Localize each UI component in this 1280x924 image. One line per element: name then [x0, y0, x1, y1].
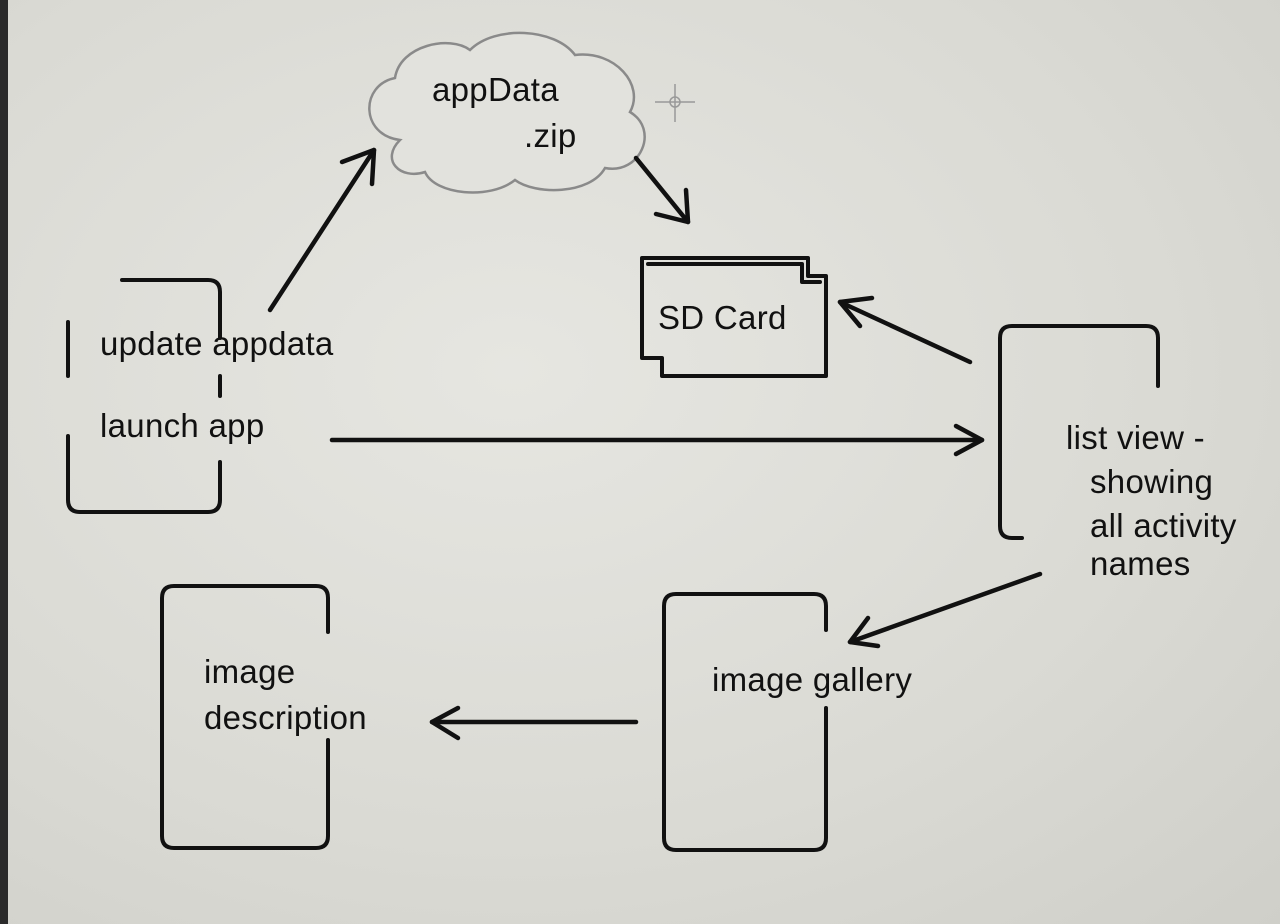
cloud-label-line1: appData	[432, 71, 559, 108]
arrow-cloud-to-sdcard	[633, 155, 691, 225]
image-description-label-line1: image	[204, 653, 296, 690]
update-appdata-label: update appdata	[100, 325, 334, 362]
photo-edge-shadow	[0, 0, 8, 924]
list-view-label-line2: showing	[1090, 463, 1214, 500]
arrow-listview-to-gallery	[847, 571, 1043, 649]
arrow-update-to-cloud	[267, 147, 377, 313]
launch-app-label: launch app	[100, 407, 265, 444]
sd-card-shape	[640, 256, 828, 378]
sd-card-label: SD Card	[658, 299, 787, 336]
list-view-screen-shape	[998, 324, 1160, 540]
image-description-label-line2: description	[204, 699, 367, 736]
image-gallery-screen-shape	[662, 592, 828, 852]
cloud-shape	[368, 31, 646, 194]
sd-card-inner-edge	[646, 262, 822, 284]
image-description-screen-shape	[160, 584, 330, 850]
cloud-label-line2: .zip	[524, 117, 577, 154]
launcher-screen-shape	[66, 278, 222, 514]
list-view-label-line3: all activity	[1090, 507, 1237, 544]
arrow-listview-to-sdcard	[837, 295, 973, 365]
image-gallery-label: image gallery	[712, 661, 913, 698]
crosshair-icon	[655, 84, 695, 122]
arrow-launch-to-listview	[329, 423, 985, 457]
list-view-label-line4: names	[1090, 545, 1191, 582]
list-view-label-line1: list view -	[1066, 419, 1205, 456]
arrow-gallery-to-description	[429, 705, 639, 741]
